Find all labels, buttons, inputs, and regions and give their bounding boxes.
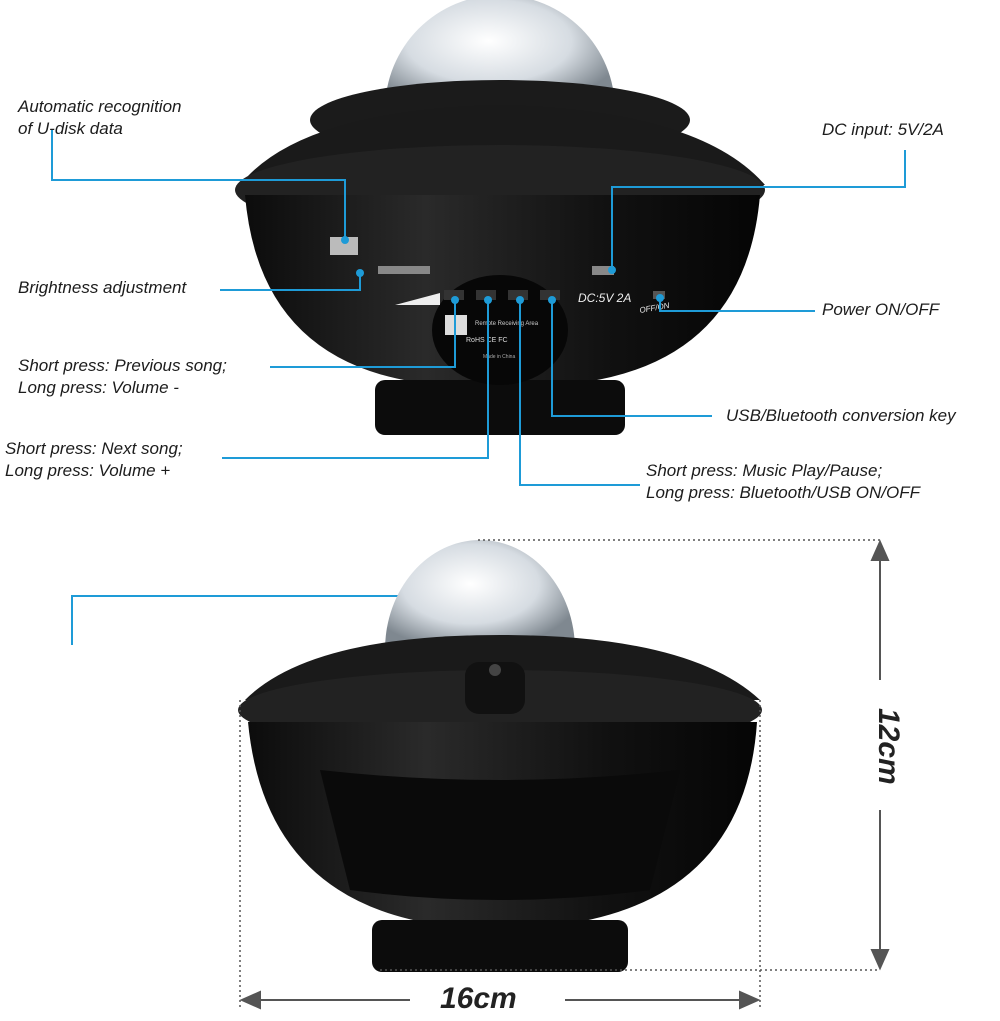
device-back-view: Remote Receiving Area RoHS CE FC Made in… [235,0,765,435]
dimension-guides [239,539,880,1010]
height-dimension: 12cm [872,708,905,785]
made-print: Made in China [483,354,515,360]
label-prev: Short press: Previous song;Long press: V… [18,356,227,397]
label-brightness: Brightness adjustment [18,278,187,297]
label-power: Power ON/OFF [822,300,940,319]
cert-print: RoHS CE FC [466,337,508,344]
label-usb-bt: USB/Bluetooth conversion key [726,406,956,425]
label-dc-input: DC input: 5V/2A [822,120,944,139]
width-dimension: 16cm [440,982,517,1015]
label-play: Short press: Music Play/Pause;Long press… [646,461,921,502]
dc-print: DC:5V 2A [578,291,631,305]
label-next: Short press: Next song;Long press: Volum… [5,439,183,480]
remote-area-print: Remote Receiving Area [475,321,539,327]
device-front-view [238,540,762,972]
crystal-dome-front [385,540,575,650]
dimension-arrows [239,539,890,1010]
callout-lines [51,130,906,645]
